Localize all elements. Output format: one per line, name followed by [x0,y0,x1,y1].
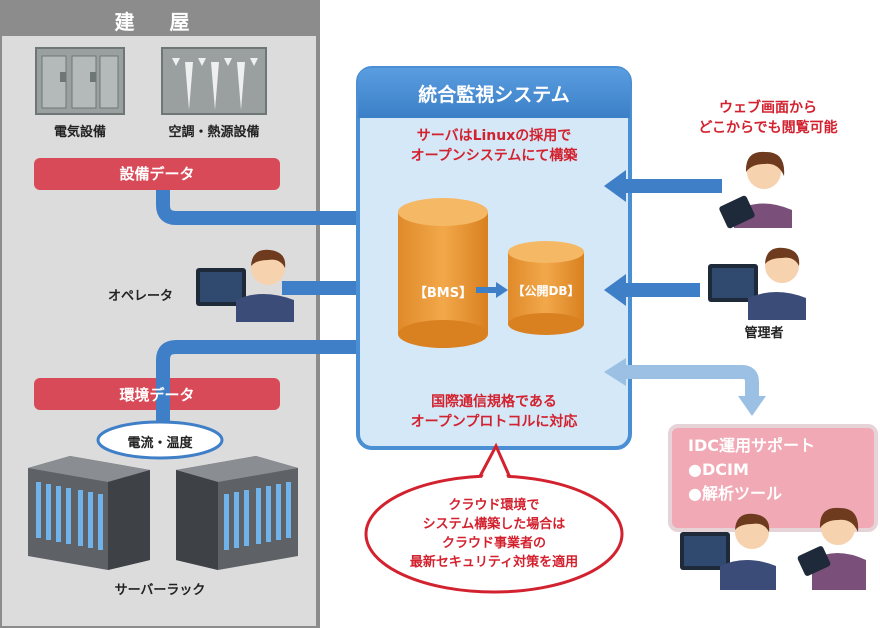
linux-note: サーバはLinuxの採用で オープンシステムにて構築 [411,126,578,166]
idc-panel [668,424,878,532]
env-data-pipe [156,340,372,422]
protocol-note-line: オープンプロトコルに対応 [410,414,578,430]
current-temp-label: 電流・温度 [127,436,193,451]
idc-support-list: IDC運用サポート ●DCIM ●解析ツール [688,434,815,506]
idc-support-title: IDC運用サポート [688,436,815,455]
cloud-note-line: クラウド事業者の [441,536,547,551]
env-data-label: 環境データ [119,386,195,404]
manager-arrowhead [604,274,626,306]
electric-equipment-label: 電気設備 [53,125,107,140]
hvac-equipment-label: 空調・熱源設備 [168,125,260,140]
protocol-note: 国際通信規格である オープンプロトコルに対応 [411,392,578,432]
web-access-note: ウェブ画面から どこからでも閲覧可能 [698,98,837,138]
system-header [358,68,630,118]
cloud-note-line: クラウド環境で [448,498,540,513]
building-header [0,0,318,36]
system-title: 統合監視システム [418,84,570,106]
cloud-note-line: システム構築した場合は [422,517,566,532]
linux-note-line: サーバはLinuxの採用で [416,128,572,144]
idc-support-item-dcim: ●DCIM [688,460,749,479]
manager-label: 管理者 [744,326,784,341]
manager-person-icon [708,247,806,320]
web-access-note-line: ウェブ画面から [718,100,817,116]
facility-data-label-bg [34,158,280,190]
linux-note-line: オープンシステムにて構築 [410,148,578,164]
server-rack-icon [28,456,298,570]
tablet-user-icon [719,151,792,229]
public-db-database-icon [508,241,584,335]
public-db-label: 【公開DB】 [512,284,580,298]
protocol-note-line: 国際通信規格である [431,394,557,410]
web-access-note-line: どこからでも閲覧可能 [698,120,838,136]
idc-arrow-line [622,365,759,398]
web-arrowhead [604,170,626,202]
facility-data-label: 設備データ [119,165,195,183]
operator-label: オペレータ [108,289,174,304]
idc-staff-icon [680,507,866,590]
operator-person-icon [196,249,294,322]
hvac-unit-icon [161,47,267,115]
bms-label: 【BMS】 [413,286,473,301]
server-rack-label: サーバーラック [114,583,206,598]
idc-arrowhead-left [604,358,626,386]
facility-data-pipe [156,190,372,225]
idc-support-item-analysis: ●解析ツール [688,484,782,503]
building-title: 建 屋 [114,10,204,34]
bms-database-icon [398,198,488,348]
bms-to-db-arrowhead [496,282,508,298]
idc-arrowhead-down [738,396,766,416]
electric-cabinet-icon [35,47,125,115]
cloud-security-note: クラウド環境で システム構築した場合は クラウド事業者の 最新セキュリティ対策を… [410,496,578,572]
cloud-note-line: 最新セキュリティ対策を適用 [409,555,579,570]
cloud-security-bubble [364,442,624,594]
